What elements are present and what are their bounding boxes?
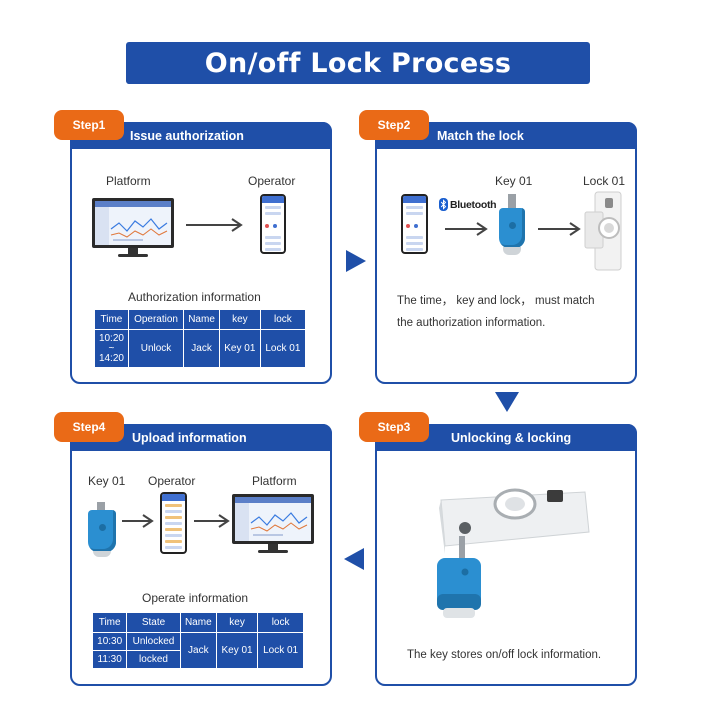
step4-arrow1-icon xyxy=(122,514,154,528)
auth-header-name: Name xyxy=(183,309,220,330)
bluetooth-label: Bluetooth xyxy=(450,198,497,211)
op-header-name: Name xyxy=(179,612,217,633)
step4-title: Upload information xyxy=(132,430,247,445)
step1-operator-label: Operator xyxy=(248,174,296,188)
bluetooth-icon xyxy=(439,198,448,211)
flow-arrow-down-icon xyxy=(495,392,519,412)
op-cell-lock: Lock 01 xyxy=(257,632,304,669)
lock-with-key-icon xyxy=(437,488,590,618)
flow-arrow-left-icon xyxy=(344,548,364,570)
op-cell-time-1: 10:30 xyxy=(91,632,128,651)
operate-table: Time State Name key lock 10:30 Unlocked … xyxy=(91,612,304,669)
auth-header-key: key xyxy=(218,309,261,330)
step2-panel: Match the lock Step2 Key 01 Lock 01 Blue… xyxy=(359,110,637,384)
bluetooth-logo: Bluetooth xyxy=(439,198,497,211)
op-cell-key: Key 01 xyxy=(215,632,259,669)
auth-cell-name: Jack xyxy=(183,329,220,368)
step4-arrow2-icon xyxy=(194,514,230,528)
step2-title: Match the lock xyxy=(437,128,524,143)
step4-panel: Upload information Step4 Key 01 Operator… xyxy=(54,412,332,686)
op-cell-time-2: 11:30 xyxy=(91,650,128,669)
op-cell-state-1: Unlocked xyxy=(126,632,181,651)
auth-cell-time: 10:20 ~ 14:20 xyxy=(94,329,129,368)
step2-note: The time， key and lock， must match the a… xyxy=(397,295,595,329)
op-header-time: Time xyxy=(91,612,128,633)
step2-arrow1-icon xyxy=(445,222,488,236)
op-cell-name: Jack xyxy=(179,632,217,669)
step2-badge: Step2 xyxy=(359,110,429,140)
step4-table-title: Operate information xyxy=(142,591,249,605)
auth-cell-key: Key 01 xyxy=(218,329,261,368)
step2-arrow2-icon xyxy=(538,222,581,236)
auth-header-time: Time xyxy=(94,309,129,330)
step1-panel: Issue authorization Step1 Platform Opera… xyxy=(54,110,332,384)
op-header-key: key xyxy=(215,612,259,633)
auth-header-lock: lock xyxy=(259,309,307,330)
step1-arrow-icon xyxy=(186,218,243,232)
operator-phone-icon xyxy=(260,194,286,254)
auth-cell-lock: Lock 01 xyxy=(259,329,307,368)
step3-title: Unlocking & locking xyxy=(451,430,572,445)
op-cell-state-2: locked xyxy=(126,650,181,669)
step3-panel: Unlocking & locking Step3 The key stores… xyxy=(359,412,637,686)
lock-device-icon xyxy=(584,191,622,271)
op-header-lock: lock xyxy=(257,612,304,633)
step1-title: Issue authorization xyxy=(130,128,244,143)
step4-operator-label: Operator xyxy=(148,474,196,488)
step3-badge: Step3 xyxy=(359,412,429,442)
step2-phone-icon xyxy=(401,194,428,254)
step2-key-label: Key 01 xyxy=(495,174,533,188)
step1-badge: Step1 xyxy=(54,110,124,140)
step2-lock-label: Lock 01 xyxy=(583,174,626,188)
step4-badge: Step4 xyxy=(54,412,124,442)
flow-arrow-right-icon xyxy=(346,250,366,272)
page-title: On/off Lock Process xyxy=(126,42,590,84)
step4-phone-icon xyxy=(160,492,187,554)
auth-header-operation: Operation xyxy=(127,309,185,330)
step3-note: The key stores on/off lock information. xyxy=(407,649,602,661)
authorization-table: Time Operation Name key lock 10:20 ~ 14:… xyxy=(94,309,307,368)
step1-table-title: Authorization information xyxy=(128,290,261,304)
step1-platform-label: Platform xyxy=(106,174,151,188)
step3-frame xyxy=(375,424,637,686)
auth-cell-operation: Unlock xyxy=(127,329,185,368)
step4-key-label: Key 01 xyxy=(88,474,126,488)
step4-platform-label: Platform xyxy=(252,474,297,488)
op-header-state: State xyxy=(126,612,181,633)
